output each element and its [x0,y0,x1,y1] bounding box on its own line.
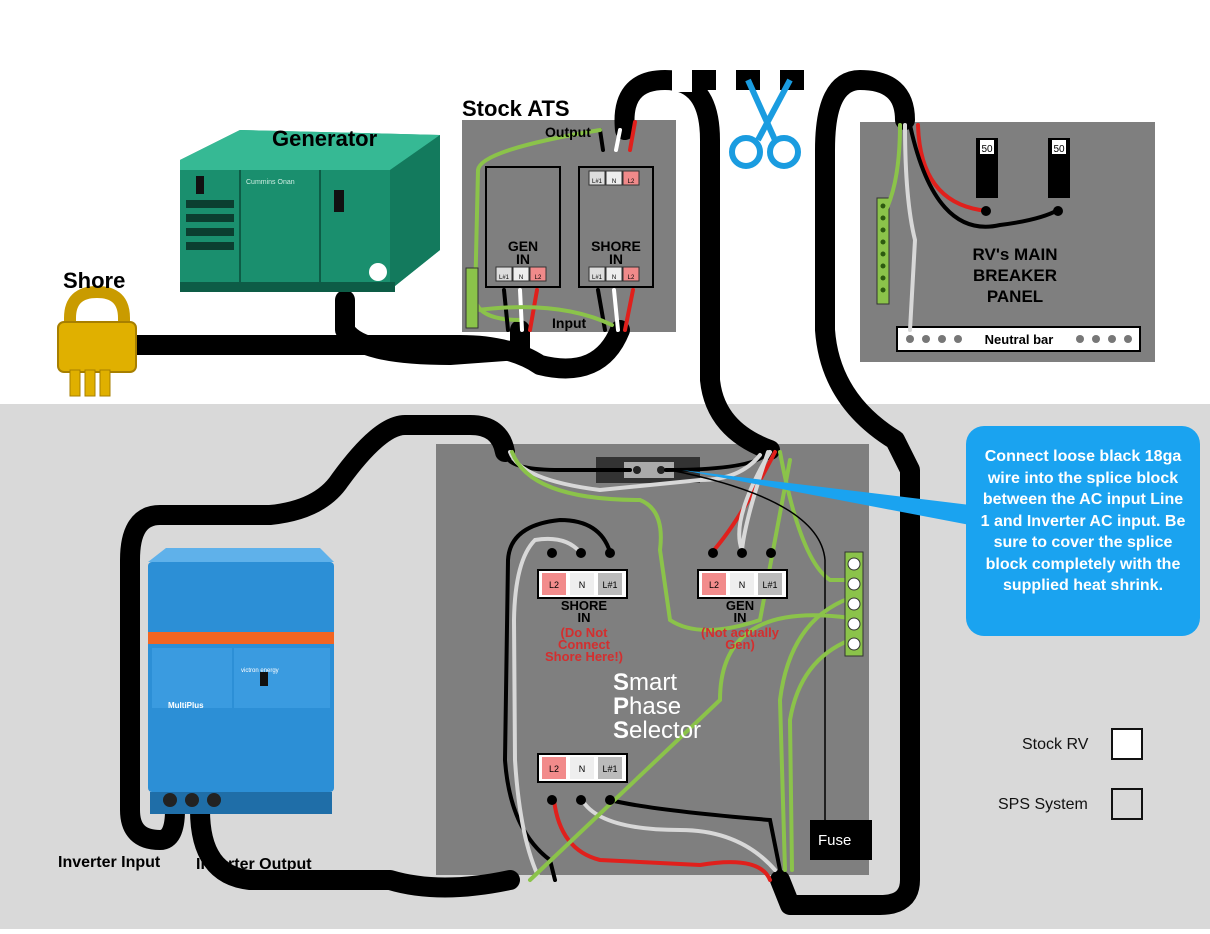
legend-stock-rv-swatch [1111,728,1143,760]
shore-plug-image [57,285,137,397]
stock-ats-label: Stock ATS [462,96,570,121]
inverter-brand: victron energy [241,668,279,674]
ats-gen-n: N [519,275,523,281]
sps-gen-n: N [739,580,746,590]
sps-terminal-posts [547,548,776,805]
ats-out-l1: L#1 [592,179,603,185]
ats-shore-relay [578,166,654,288]
ats-gen-l1: L#1 [499,275,510,281]
inverter-input-label: Inverter Input [58,854,161,871]
sps-shore-l2: L2 [549,580,559,590]
shore-label: Shore [63,268,126,293]
ats-shore-l1: L#1 [592,275,603,281]
sps-shore-n: N [579,580,586,590]
splice-block [624,462,674,478]
sps-shore-l1: L#1 [602,580,617,590]
fuse-label: Fuse [818,832,852,849]
sps-wires [502,448,852,882]
generator-brand: Cummins Onan [246,179,295,186]
sps-title: Smart Phase Selector [613,669,702,744]
panel-ground-bar [876,197,890,305]
ats-output-label: Output [545,124,591,140]
ats-gen-terminals [495,266,547,282]
inverter-image [148,548,334,814]
main-cables [120,70,920,915]
sps-out-l1: L#1 [602,764,617,774]
ats-box [462,120,676,332]
cut-marks [672,68,824,92]
ats-shore-n: N [612,275,616,281]
ats-gen-l2: L2 [535,275,542,281]
neutral-bar-label: Neutral bar [985,332,1054,347]
generator-label: Generator [272,126,378,151]
sps-gen-l1: L#1 [762,580,777,590]
inverter-model: MultiPlus [168,701,204,710]
scissors-icon [729,78,801,169]
ats-output-terminals [588,170,640,186]
generator-image [180,130,440,292]
breaker-1-rating: 50 [981,144,993,155]
ats-gen-relay [485,166,561,288]
sps-gen-l2: L2 [709,580,719,590]
legend-sps-system-label: SPS System [998,796,1088,813]
ats-shore-terminals [588,266,640,282]
callout-pointer [682,470,970,525]
sps-shore-terminal-block [537,569,628,599]
ats-out-l2: L2 [628,179,635,185]
sps-out-n: N [579,764,586,774]
legend-stock-rv-label: Stock RV [1022,736,1089,753]
ats-input-label: Input [552,315,587,331]
ats-wires [472,120,637,332]
sps-gen-terminal-block [697,569,788,599]
sps-output-terminal-block [537,753,628,783]
fuse [810,820,872,860]
breaker-2-rating: 50 [1053,144,1065,155]
ats-out-n: N [612,179,616,185]
inverter-output-label: Inverter Output [196,856,312,873]
sps-out-l2: L2 [549,764,559,774]
panel-wires [884,123,1060,332]
legend-sps-system-swatch [1111,788,1143,820]
ats-shore-l2: L2 [628,275,635,281]
instruction-callout: Connect loose black 18ga wire into the s… [966,426,1200,636]
